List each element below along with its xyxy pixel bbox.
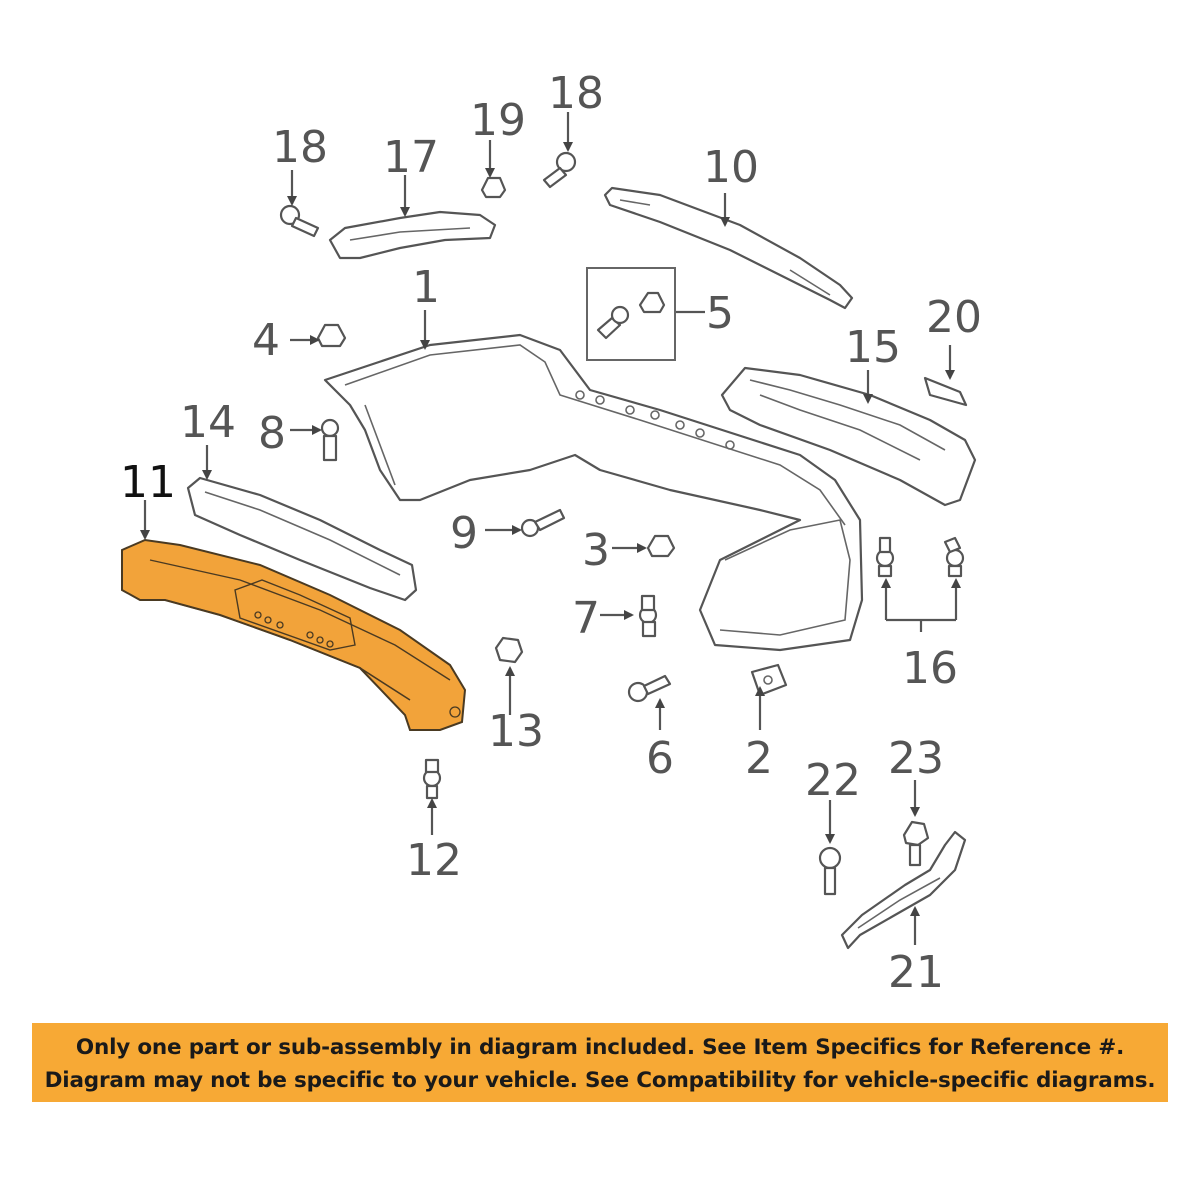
bolt-part — [638, 594, 658, 638]
bolt-part — [520, 508, 566, 538]
disclaimer-line-2: Diagram may not be specific to your vehi… — [44, 1068, 1156, 1093]
callout-21: 21 — [888, 947, 944, 998]
lower-absorber-part — [186, 476, 418, 602]
plug-part — [923, 376, 968, 407]
energy-absorber-part — [720, 366, 977, 507]
leader-lines — [140, 112, 961, 945]
disclaimer-line-1: Only one part or sub-assembly in diagram… — [75, 1035, 1125, 1060]
fastener-kit-inset-part — [586, 267, 676, 361]
nut-part — [750, 663, 788, 697]
callout-1: 1 — [412, 262, 440, 313]
callout-13: 13 — [488, 706, 544, 757]
callout-3: 3 — [582, 525, 610, 576]
bolt-part — [279, 204, 320, 238]
callout-8: 8 — [258, 408, 286, 459]
callout-4: 4 — [252, 315, 280, 366]
callout-9: 9 — [450, 508, 478, 559]
clip-part — [875, 536, 895, 578]
clip-part — [480, 176, 507, 199]
screw-part — [818, 846, 842, 896]
callout-2: 2 — [745, 733, 773, 784]
clip-part — [943, 536, 965, 578]
callout-19: 19 — [470, 95, 526, 146]
callout-22: 22 — [805, 755, 861, 806]
side-molding-part — [840, 830, 967, 950]
callout-16: 16 — [902, 643, 958, 694]
disclaimer-banner: Only one part or sub-assembly in diagram… — [32, 1023, 1168, 1102]
clip-part — [646, 534, 676, 558]
callout-18-left: 18 — [272, 122, 328, 173]
callout-10: 10 — [703, 142, 759, 193]
bolt-part — [422, 758, 442, 800]
bumper-reinforcement-beam-part — [121, 538, 467, 731]
callout-17: 17 — [383, 132, 439, 183]
grommet-part — [494, 636, 524, 664]
callout-5: 5 — [706, 288, 734, 339]
callout-20: 20 — [926, 292, 982, 343]
callout-11: 11 — [120, 457, 176, 508]
bolt-part — [542, 151, 577, 189]
upper-retainer-strip-part — [603, 186, 854, 310]
callout-14: 14 — [180, 397, 236, 448]
bolt-part — [320, 418, 340, 462]
callout-7: 7 — [572, 593, 600, 644]
parts-diagram: 11 14 8 4 18 17 19 18 10 1 5 20 15 9 3 7… — [120, 68, 982, 998]
callout-12: 12 — [406, 835, 462, 886]
callout-23: 23 — [888, 733, 944, 784]
side-bracket-part — [328, 210, 497, 260]
callout-6: 6 — [646, 733, 674, 784]
callout-15: 15 — [845, 322, 901, 373]
clip-part — [316, 323, 347, 348]
bumper-cover-part — [323, 333, 864, 652]
bolt-part — [627, 674, 672, 703]
clip-part — [902, 820, 930, 867]
callout-18-right: 18 — [548, 68, 604, 119]
